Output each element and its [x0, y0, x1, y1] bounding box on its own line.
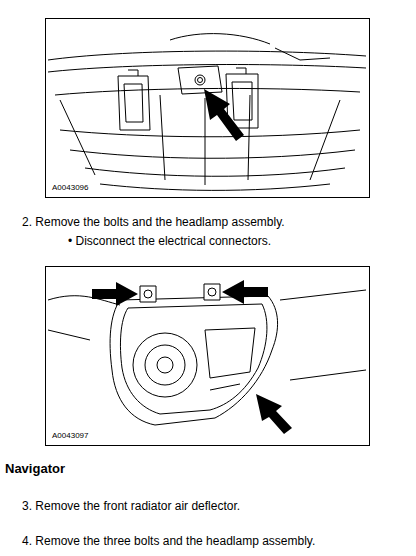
radiator-support-illustration — [48, 34, 366, 191]
bullet-text: • Disconnect the electrical connectors. — [68, 234, 271, 248]
figure-frame — [46, 19, 370, 198]
pointer-arrows — [92, 89, 292, 434]
step-text: 3. Remove the front radiator air deflect… — [22, 499, 240, 513]
figure-number: A0043097 — [52, 431, 88, 441]
figure-frame — [46, 267, 370, 446]
step-text: 2. Remove the bolts and the headlamp ass… — [22, 215, 285, 229]
step-text: 4. Remove the three bolts and the headla… — [22, 534, 315, 548]
section-heading: Navigator — [5, 461, 65, 477]
headlamp-illustration — [48, 284, 366, 425]
figure-number: A0043096 — [52, 183, 88, 193]
